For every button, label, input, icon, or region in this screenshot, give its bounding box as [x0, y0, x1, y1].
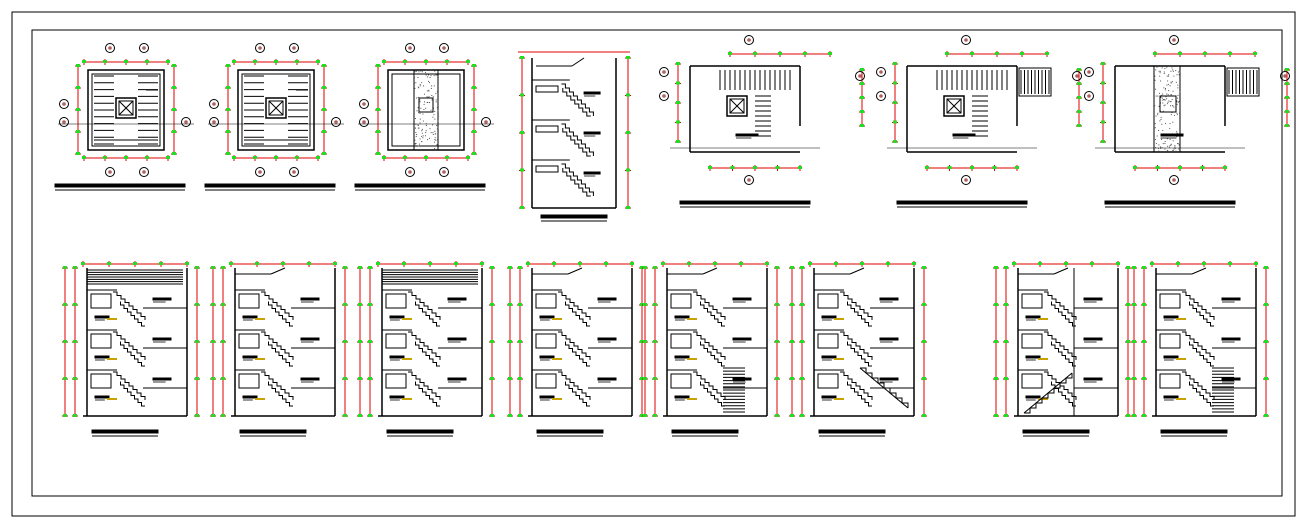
sec-a	[62, 261, 200, 437]
plan-4	[659, 35, 865, 208]
plan-6	[1084, 35, 1290, 208]
sec-c	[357, 261, 495, 437]
plan-5	[876, 35, 1082, 208]
sec-h	[1131, 261, 1269, 437]
plan-1	[54, 43, 194, 191]
sec-f	[789, 261, 927, 437]
plan-3	[354, 43, 494, 191]
sec-e	[642, 261, 780, 437]
sec-g	[993, 261, 1131, 437]
plan-2	[204, 43, 344, 191]
section-1	[518, 51, 631, 222]
sec-d	[507, 261, 645, 437]
sec-b	[210, 261, 348, 437]
sheet-frame	[11, 11, 1296, 517]
